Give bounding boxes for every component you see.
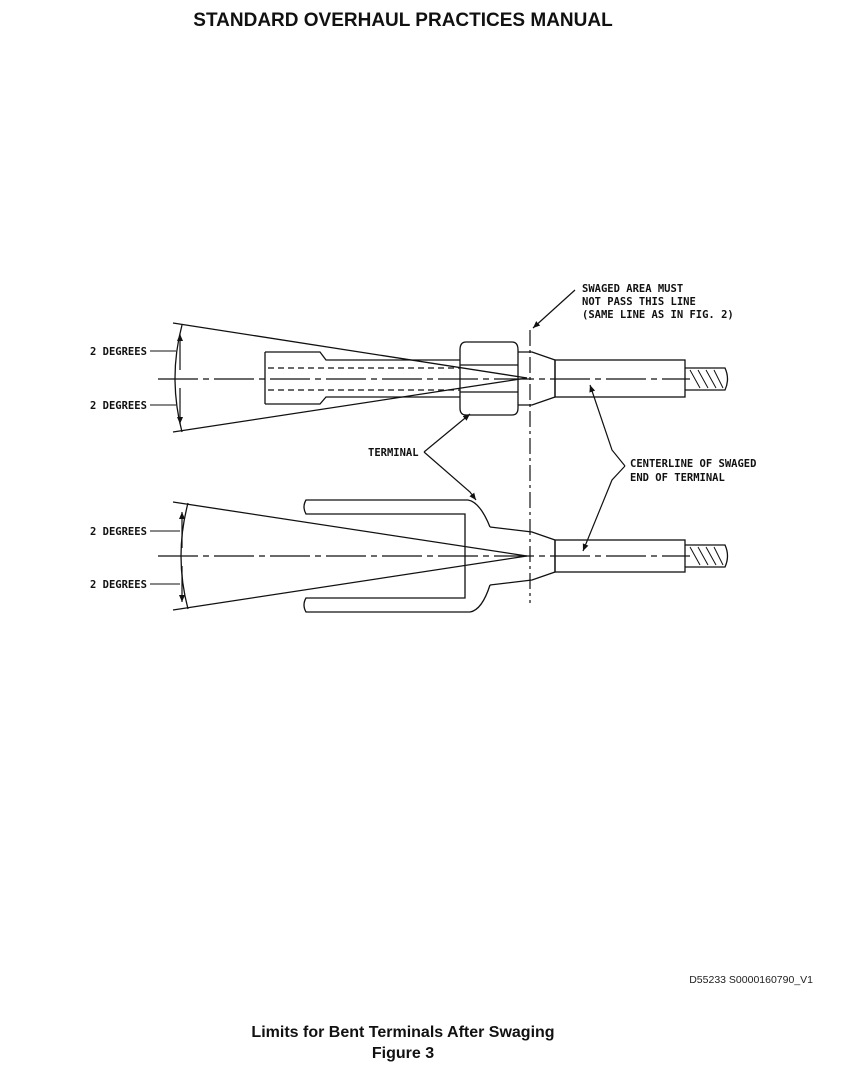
- page-header-title: STANDARD OVERHAUL PRACTICES MANUAL: [193, 10, 613, 31]
- bottom-terminal: [158, 499, 729, 613]
- centerline-leader-bottom: [582, 465, 626, 552]
- angle-label-top-lower: 2 DEGREES: [90, 400, 147, 412]
- angle-label-top-upper: 2 DEGREES: [90, 346, 147, 358]
- angle-label-bottom-upper: 2 DEGREES: [90, 526, 147, 538]
- angle-label-bottom-lower: 2 DEGREES: [90, 579, 147, 591]
- swaged-line-label-1: SWAGED AREA MUST: [582, 283, 683, 295]
- figure-number: Figure 3: [371, 1045, 435, 1062]
- swaged-line-label: SWAGED AREA MUST NOT PASS THIS LINE (SAM…: [582, 283, 734, 321]
- figure-caption: Limits for Bent Terminals After Swaging …: [0, 1022, 806, 1064]
- caption-title: Limits for Bent Terminals After Swaging: [251, 1024, 555, 1041]
- terminal-leader-bottom: [423, 451, 477, 501]
- top-terminal: [158, 322, 729, 433]
- centerline-leader-top: [589, 384, 626, 467]
- reference-code: D55233 S0000160790_V1: [689, 974, 813, 986]
- swaged-line-label-3: (SAME LINE AS IN FIG. 2): [582, 309, 734, 321]
- swaged-line-label-2: NOT PASS THIS LINE: [582, 296, 696, 308]
- terminal-label: TERMINAL: [368, 447, 419, 459]
- terminal-leader-top: [423, 413, 471, 453]
- centerline-label-1: CENTERLINE OF SWAGED: [630, 458, 756, 470]
- centerline-label-2: END OF TERMINAL: [630, 472, 725, 484]
- swaged-limit-leader: [532, 289, 576, 329]
- centerline-label: CENTERLINE OF SWAGED END OF TERMINAL: [630, 458, 763, 484]
